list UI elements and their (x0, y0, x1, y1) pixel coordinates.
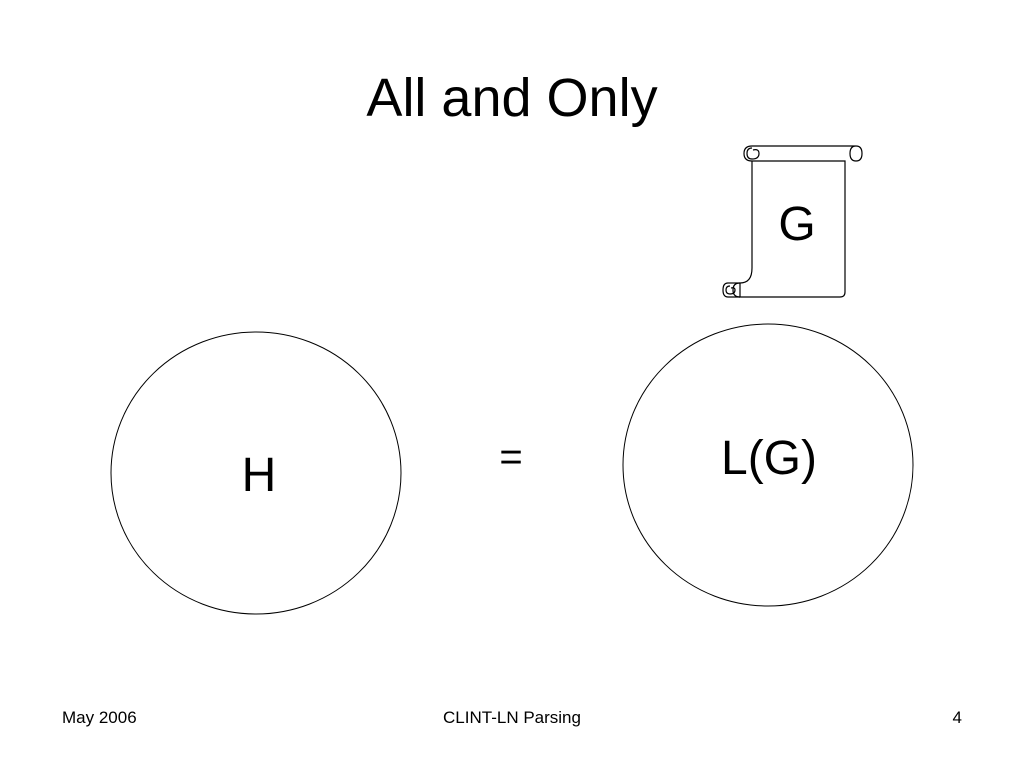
footer-page-number: 4 (952, 708, 962, 727)
equals-sign: = (499, 435, 522, 479)
scroll-icon (722, 145, 863, 298)
set-h-label: H (242, 449, 277, 502)
slide-title: All and Only (366, 68, 658, 128)
footer-presentation-title: CLINT-LN Parsing (443, 708, 581, 727)
footer-date: May 2006 (62, 708, 137, 727)
set-lg-label: L(G) (721, 432, 817, 485)
scroll-label: G (778, 198, 815, 251)
set-h-circle (110, 331, 402, 615)
set-lg-circle (622, 323, 914, 607)
